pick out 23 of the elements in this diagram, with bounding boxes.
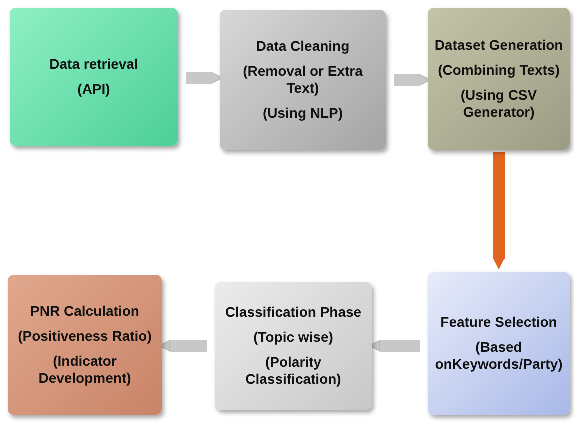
down-arrow — [493, 152, 505, 270]
step-title: PNR Calculation — [30, 303, 140, 320]
step-detail: (Topic wise) — [254, 329, 334, 346]
step-title: Data Cleaning — [256, 38, 350, 56]
step-detail: (Indicator Development) — [38, 353, 132, 387]
process-box — [428, 8, 570, 150]
process-box — [428, 272, 570, 415]
step-detail: (Based onKeywords/Party) — [434, 339, 564, 373]
step-detail: (Polarity Classification) — [244, 354, 342, 388]
process-box — [215, 282, 372, 410]
step-detail: (Removal or Extra Text) — [242, 63, 364, 97]
step-detail: (Using NLP) — [262, 104, 344, 122]
step-detail: (API) — [78, 81, 110, 98]
step-title: Dataset Generation — [434, 37, 564, 54]
step-detail: (Using CSV Generator) — [460, 87, 538, 121]
step-title: Classification Phase — [225, 304, 362, 322]
step-title: Data retrieval — [50, 56, 138, 73]
process-box — [8, 275, 162, 415]
step-title: Feature Selection — [440, 314, 558, 332]
step-detail: (Positiveness Ratio) — [18, 328, 152, 345]
step-detail: (Combining Texts) — [438, 62, 560, 79]
process-box — [220, 10, 386, 150]
process-box — [10, 8, 178, 146]
